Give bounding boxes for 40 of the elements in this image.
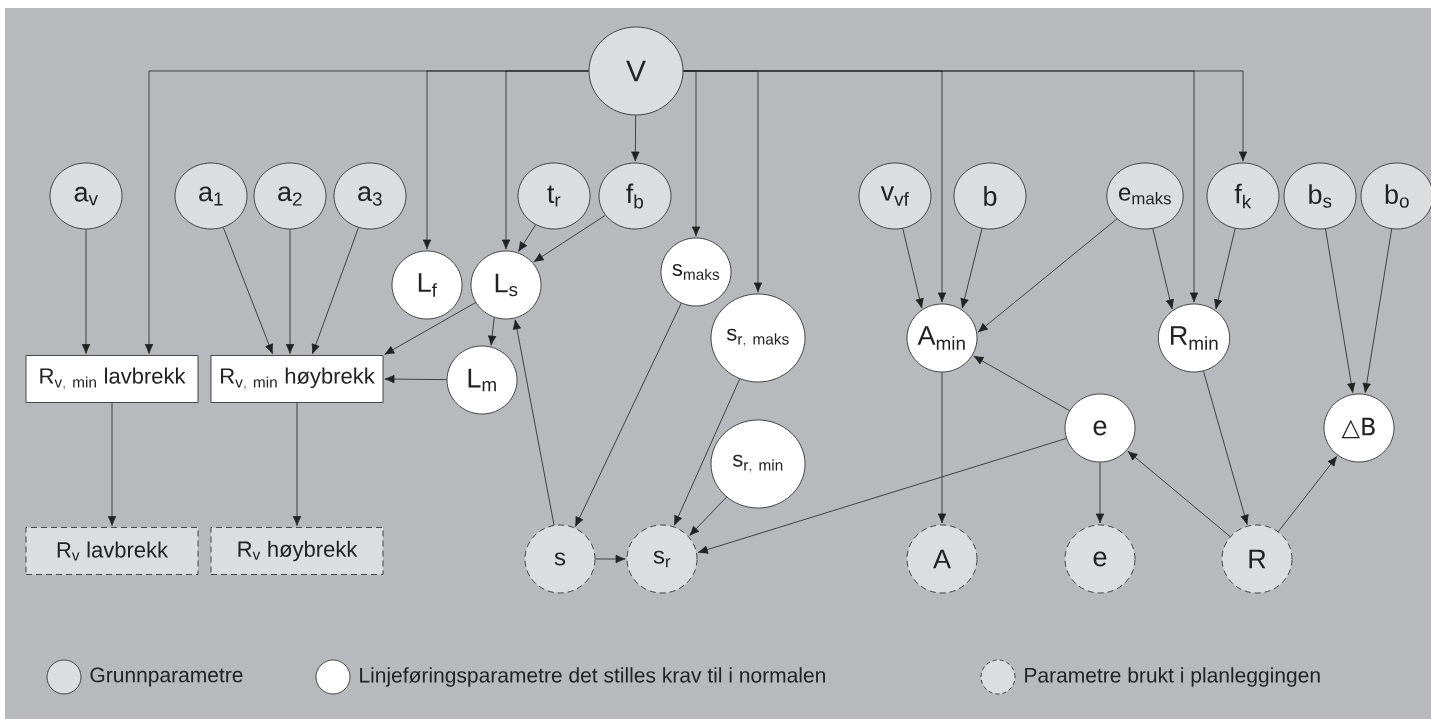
arrow: [292, 402, 302, 526]
legend-text: Linjeføringsparametre det stilles krav til i normalen: [360, 667, 825, 687]
arrow: [1203, 370, 1249, 525]
arrow: [1152, 228, 1175, 310]
arrow: [518, 224, 536, 252]
legend-text: Grunnparametre: [90, 667, 243, 687]
arrow: [285, 229, 295, 354]
arrow: [937, 372, 947, 524]
arrow: [977, 218, 1118, 333]
arrow: [960, 228, 983, 309]
arrow: [595, 554, 626, 564]
arrow: [384, 374, 447, 384]
parameter-box: R$_{v}$ lavbrekk: [25, 527, 199, 575]
legend-text: Parametre brukt i planleggingen: [1025, 667, 1320, 687]
parameter-box: $\mathrm{R}_{\mathrm{v,\ min}}\ \text{lavbrekk}$: [25, 355, 199, 403]
arrow: [487, 317, 497, 346]
arrow: [697, 438, 1067, 554]
arrow: [81, 229, 91, 354]
arrow: [902, 228, 924, 309]
arrow: [501, 70, 589, 250]
arrow: [311, 227, 359, 355]
arrow: [533, 214, 606, 263]
arrow: [512, 319, 555, 526]
parameter-box: $\mathrm{R}_{\mathrm{v,\ min}}\ \text{høybrekk}$: [210, 355, 384, 403]
arrow: [683, 70, 1248, 162]
arrow: [689, 496, 727, 536]
arrow: [674, 378, 741, 526]
arrow: [107, 402, 117, 526]
parameter-box: R$_{v}$ høybrekk: [210, 527, 384, 575]
arrow: [222, 227, 274, 355]
arrow: [1095, 462, 1105, 524]
arrow: [1277, 456, 1338, 532]
arrow: [384, 302, 476, 355]
arrow: [575, 302, 682, 527]
arrow: [1325, 228, 1356, 393]
arrow: [973, 355, 1070, 411]
arrow: [1127, 451, 1231, 537]
arrow: [631, 115, 640, 162]
arrow: [1213, 228, 1236, 310]
arrow: [1362, 228, 1393, 393]
